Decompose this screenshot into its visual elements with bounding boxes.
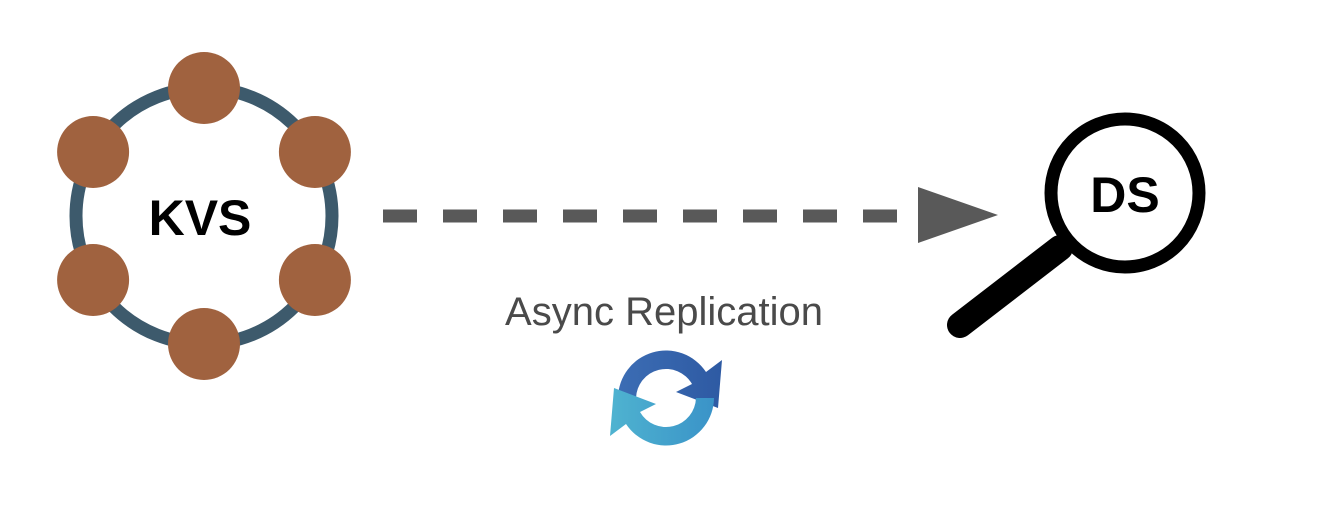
magnifying-glass-icon: DS [947,112,1206,338]
kvs-node [168,52,240,124]
replication-arrow [383,187,998,243]
kvs-cluster: KVS [57,52,351,380]
sync-arrow-top [618,350,722,408]
ds-label: DS [1090,167,1159,223]
kvs-node [57,244,130,316]
kvs-node [278,244,351,316]
magnifier-handle [947,235,1073,338]
magnifier-lens [1044,112,1206,274]
kvs-node-group [57,52,351,380]
arrow-head [918,187,998,243]
kvs-node [278,116,351,188]
sync-arrow-bottom [610,388,714,446]
kvs-node [57,116,130,188]
edge-label: Async Replication [505,290,823,334]
sync-icon [610,350,722,446]
kvs-node [168,308,240,380]
kvs-label: KVS [149,190,252,246]
